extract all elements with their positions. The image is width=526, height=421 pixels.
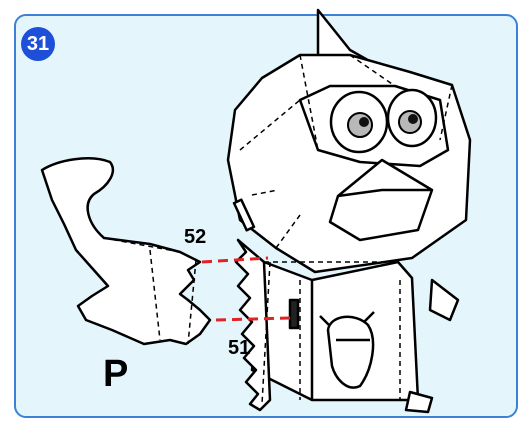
tab-label-52: 52 <box>184 226 206 249</box>
papercraft-owl-figure <box>228 10 470 412</box>
tab-label-51: 51 <box>228 337 250 360</box>
arm-wing-cutout <box>42 158 210 344</box>
part-letter: P <box>103 353 128 396</box>
